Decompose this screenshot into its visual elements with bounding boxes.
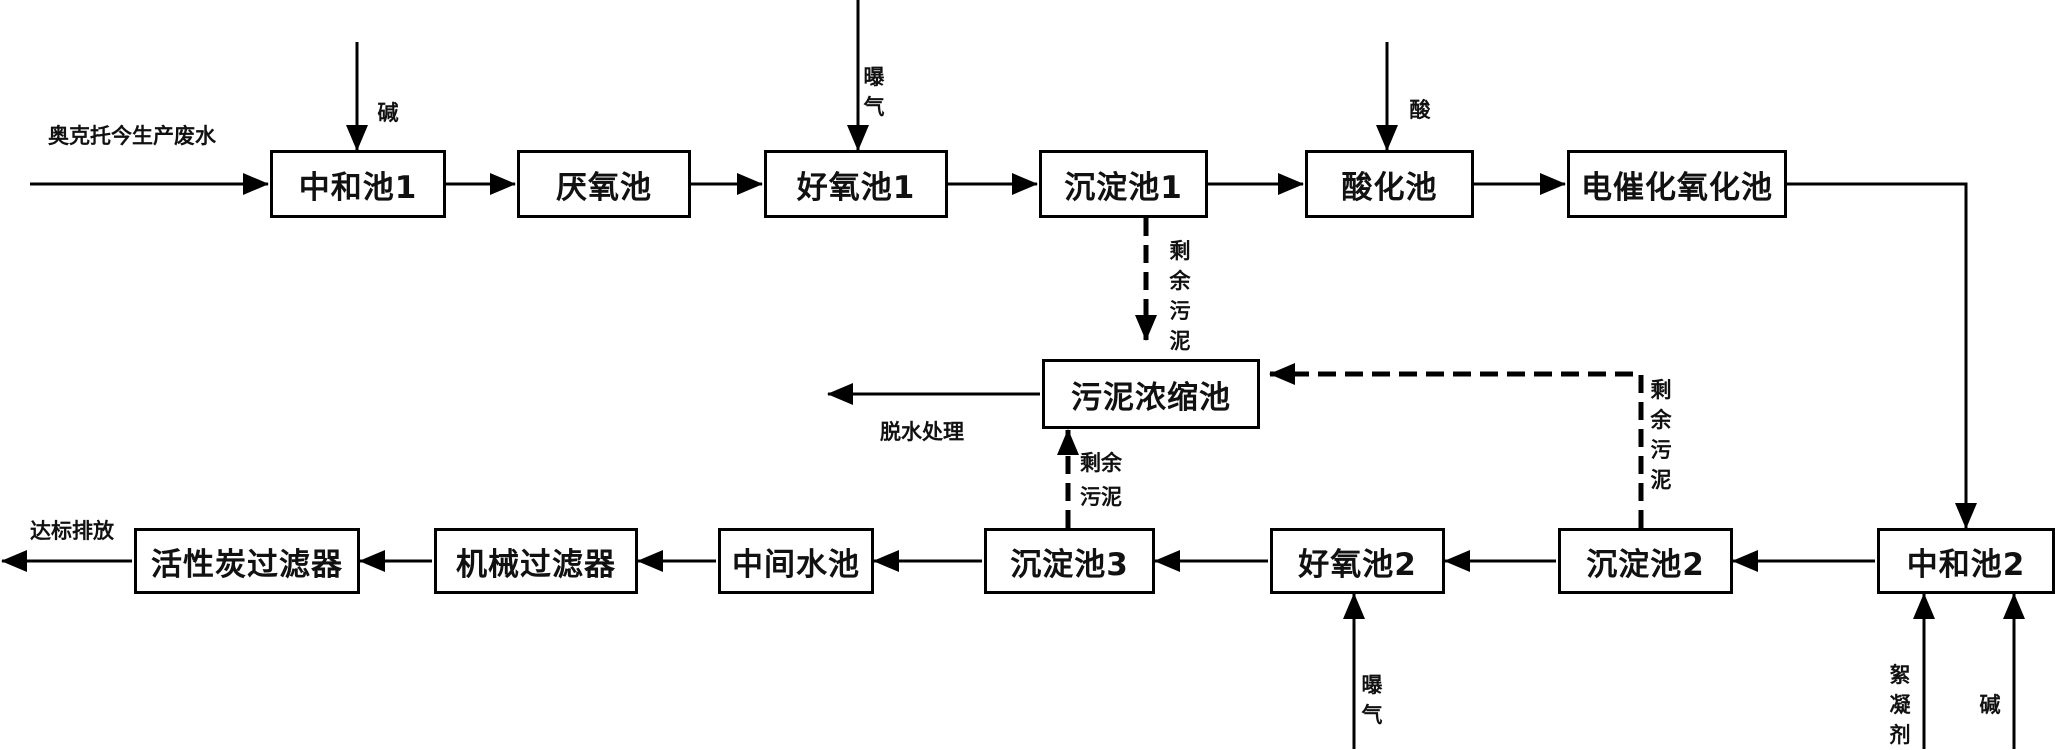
settling-tank-3: 沉淀池3 [984,528,1155,594]
settling-tank-2: 沉淀池2 [1558,528,1733,594]
surplus-sludge-label-2: 剩余污泥 [1650,378,1672,492]
mechanical-filter: 机械过滤器 [434,528,638,594]
surplus-sludge-label-3: 剩余污泥 [1080,451,1122,509]
surplus-sludge-label-1: 剩余污泥 [1169,239,1191,353]
sludge-thickening-tank: 污泥浓缩池 [1042,359,1260,429]
aerobic-tank-1: 好氧池1 [764,150,948,218]
flocculant-label: 絮凝剂 [1889,663,1911,747]
acidification-tank: 酸化池 [1305,150,1474,218]
neutralization-tank-2: 中和池2 [1877,528,2055,594]
outlet-label: 达标排放 [30,519,114,543]
aeration2-label: 曝气 [1361,673,1383,727]
anaerobic-tank: 厌氧池 [517,150,691,218]
alkali1-label: 碱 [377,101,399,125]
dewatering-label: 脱水处理 [880,420,964,444]
sludge-line-settle2 [1269,363,1644,528]
electrocatalytic-oxidation-tank: 电催化氧化池 [1567,150,1787,218]
inlet-label: 奥克托今生产废水 [48,124,216,148]
neutralization-tank-1: 中和池1 [270,150,446,218]
flow-electro-to-neutral2 [1787,182,1977,529]
settling-tank-1: 沉淀池1 [1039,150,1208,218]
aerobic-tank-2: 好氧池2 [1270,528,1445,594]
acid-label: 酸 [1409,98,1431,122]
alkali2-label: 碱 [1979,693,2001,717]
aeration1-label: 曝气 [863,65,885,119]
intermediate-water-tank: 中间水池 [718,528,874,594]
activated-carbon-filter: 活性炭过滤器 [134,528,360,594]
